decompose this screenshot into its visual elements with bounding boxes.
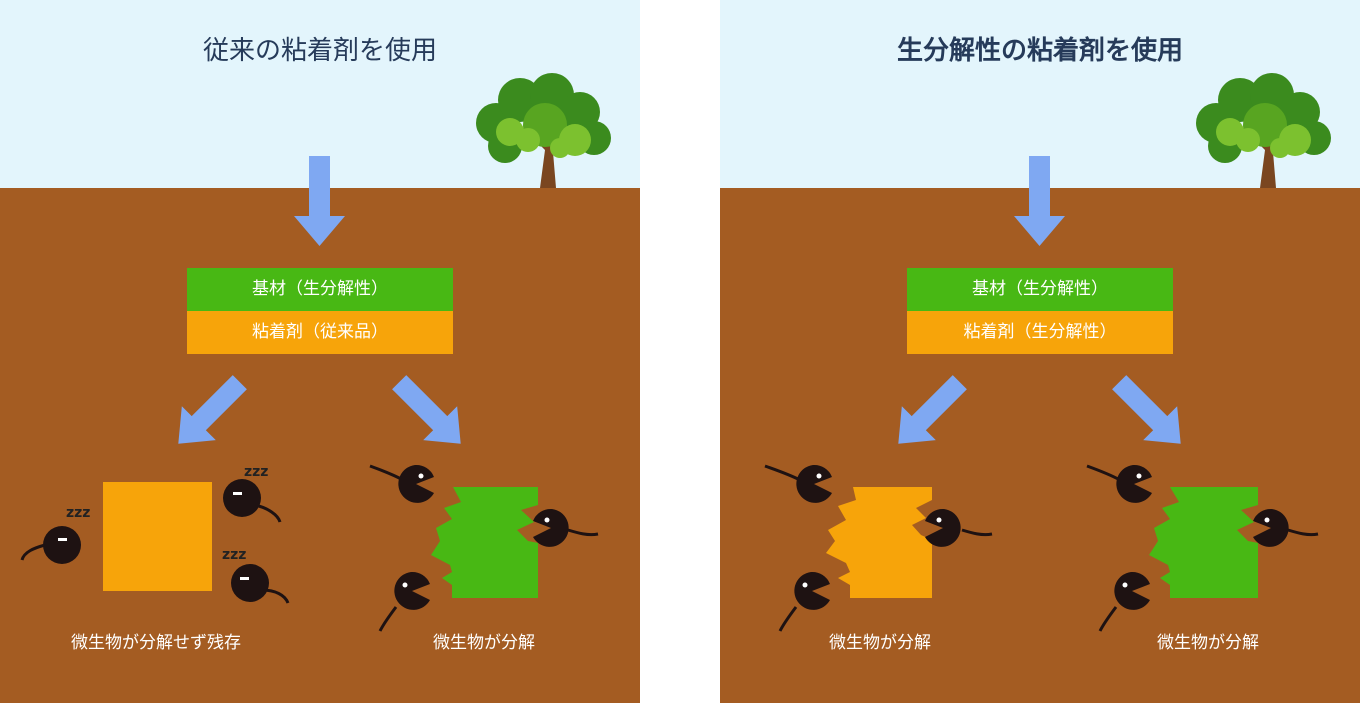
panel-conventional: 従来の粘着剤を使用: [0, 0, 640, 703]
microbe-icon: [1098, 571, 1150, 632]
down-left-arrow-icon: [178, 375, 247, 444]
panel-biodegradable: 生分解性の粘着剤を使用: [720, 0, 1360, 703]
adhesive-block-eaten: [826, 487, 932, 598]
down-arrow-icon: [294, 156, 345, 246]
layer-base: 基材（生分解性）: [907, 268, 1173, 311]
layer-adhesive: 粘着剤（生分解性）: [907, 311, 1173, 354]
illustration: [764, 73, 1331, 632]
down-arrow-icon: [1014, 156, 1065, 246]
illustration: zzz zzz zzz: [20, 73, 611, 632]
sleeping-microbe-icon: zzz: [222, 547, 290, 604]
tree-icon: [476, 73, 611, 188]
caption-residual: 微生物が分解せず残存: [71, 633, 241, 653]
adhesive-block-intact: [103, 482, 212, 591]
caption-decomposed-right: 微生物が分解: [1157, 633, 1259, 653]
tree-icon: [1196, 73, 1331, 188]
base-block-eaten: [431, 487, 538, 598]
microbe-icon: [1086, 464, 1152, 503]
svg-text:zzz: zzz: [222, 547, 246, 563]
microbe-icon: [1253, 508, 1319, 547]
microbe-icon: [533, 508, 599, 547]
panel-title: 従来の粘着剤を使用: [202, 36, 437, 66]
microbe-icon: [378, 571, 430, 632]
down-right-arrow-icon: [1112, 375, 1181, 444]
base-block-eaten: [1149, 487, 1258, 598]
down-left-arrow-icon: [898, 375, 967, 444]
caption-decomposed-left: 微生物が分解: [829, 633, 931, 653]
microbe-icon: [764, 464, 832, 503]
caption-decomposed: 微生物が分解: [433, 633, 535, 653]
svg-text:zzz: zzz: [244, 464, 268, 480]
microbe-icon: [369, 464, 434, 503]
down-right-arrow-icon: [392, 375, 461, 444]
sleeping-microbe-icon: zzz: [223, 464, 282, 523]
layer-adhesive: 粘着剤（従来品）: [187, 311, 453, 354]
panel-title: 生分解性の粘着剤を使用: [896, 36, 1183, 66]
layer-base: 基材（生分解性）: [187, 268, 453, 311]
microbe-icon: [778, 571, 830, 632]
microbe-icon: [925, 508, 993, 547]
svg-text:zzz: zzz: [66, 505, 90, 521]
sleeping-microbe-icon: zzz: [20, 505, 90, 564]
